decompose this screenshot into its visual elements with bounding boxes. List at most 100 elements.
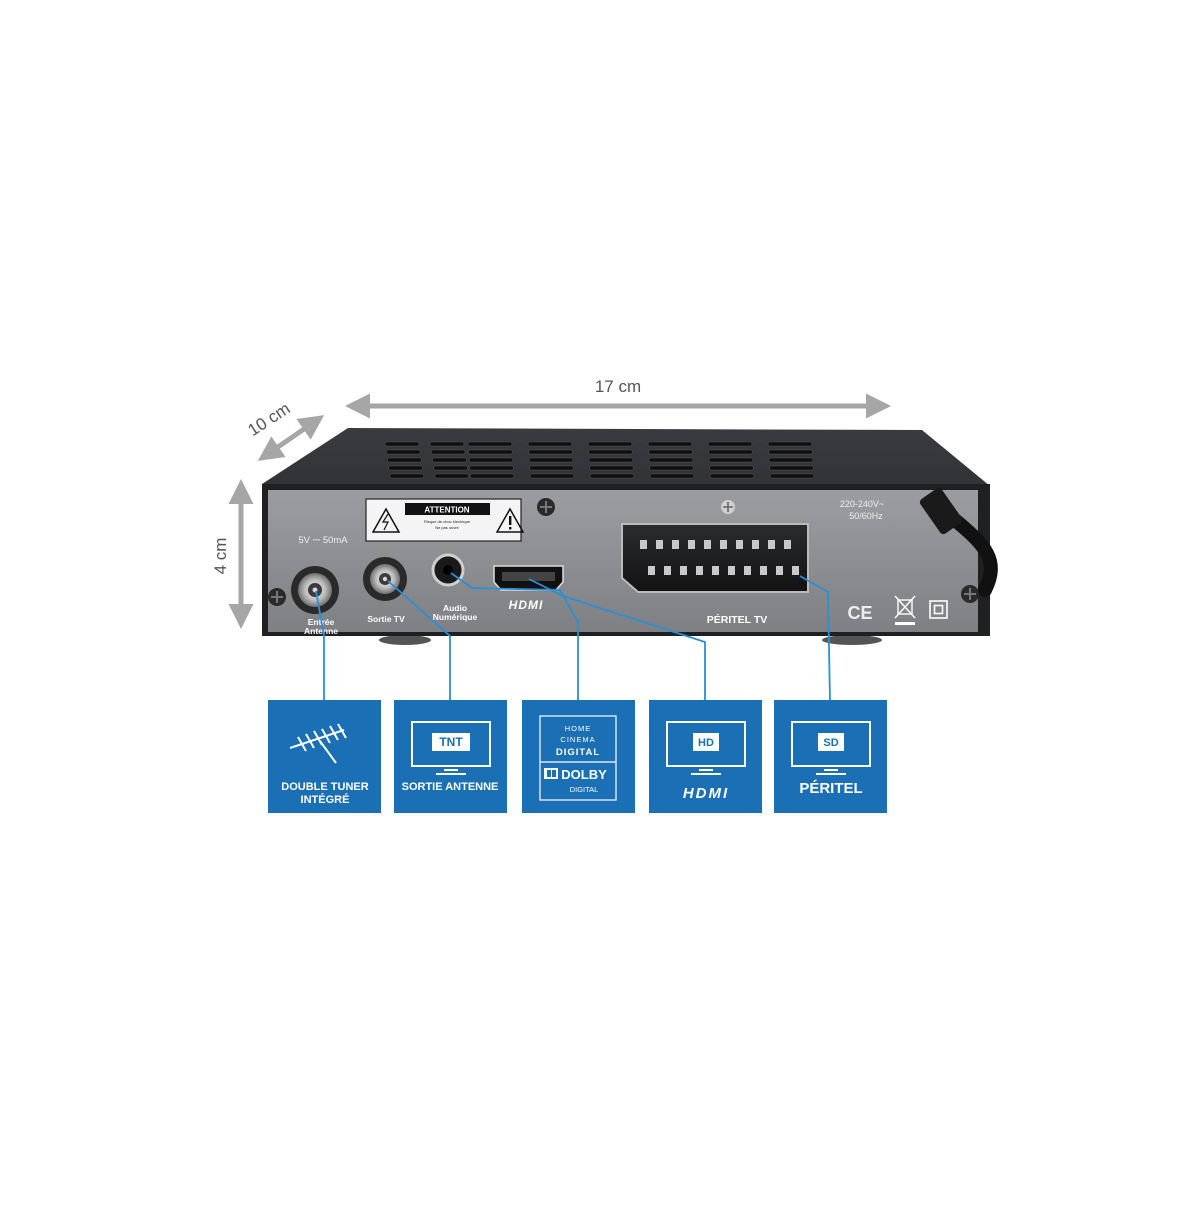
depth-label: 10 cm xyxy=(244,399,293,440)
feature-3-dolby: DOLBY xyxy=(561,767,607,782)
dimension-width: 17 cm xyxy=(345,377,891,419)
audio-label-1: Audio xyxy=(443,603,467,613)
ce-mark: CE xyxy=(847,603,872,623)
vent-slot xyxy=(588,457,634,463)
hdmi-logo: HDMI xyxy=(509,598,544,612)
vent-slot xyxy=(649,473,695,479)
scart-pin xyxy=(672,540,679,549)
scart-pin xyxy=(664,566,671,575)
tv-out-label: Sortie TV xyxy=(367,614,405,624)
device-body: ATTENTION Risque de choc électrique Ne p… xyxy=(262,428,998,645)
vent-slot xyxy=(528,457,574,463)
screw xyxy=(961,585,979,603)
tv-icon xyxy=(411,721,491,775)
scart-pin xyxy=(784,540,791,549)
scart-pin xyxy=(688,540,695,549)
feature-2-tag: TNT xyxy=(439,735,463,749)
scart-pin xyxy=(640,540,647,549)
vent-slot xyxy=(430,449,466,455)
vent-slot xyxy=(527,441,573,447)
scart-pin xyxy=(712,566,719,575)
vent-slot xyxy=(528,449,573,455)
audio-label-2: Numérique xyxy=(433,612,478,622)
scart-pin xyxy=(656,540,663,549)
vent-slot xyxy=(588,449,633,455)
feature-3-hc-2: CINEMA xyxy=(560,735,595,744)
scart-pin xyxy=(728,566,735,575)
scart-label: PÉRITEL TV xyxy=(707,613,767,626)
feature-4-tag: HD xyxy=(698,737,714,749)
feature-5-tag: SD xyxy=(823,737,838,749)
tv-output-port: Sortie TV xyxy=(363,557,407,624)
screw xyxy=(537,498,555,516)
vent-slot xyxy=(709,465,754,471)
antenna-power-label: 5V ⎓ 50mA xyxy=(298,535,348,546)
vent-slot xyxy=(529,473,575,479)
width-label: 17 cm xyxy=(595,377,641,396)
vent-slot xyxy=(767,441,813,447)
feature-sd-peritel: SD PÉRITEL xyxy=(774,700,887,813)
power-spec-2: 50/60Hz xyxy=(849,511,883,521)
vent-slot xyxy=(388,465,423,471)
vent-slot xyxy=(529,465,574,471)
vent-slot xyxy=(587,441,633,447)
connector-line-tv xyxy=(387,580,451,702)
vent-slot xyxy=(467,441,513,447)
hdmi-port: HDMI xyxy=(493,565,564,612)
vent-slot xyxy=(469,465,514,471)
dolby-icon xyxy=(539,715,617,801)
feature-dolby-digital: HOME CINEMA DIGITAL DOLBY DIGITAL xyxy=(522,700,635,813)
scart-pin xyxy=(744,566,751,575)
warning-text-2: Ne pas ouvrir xyxy=(435,525,459,530)
dimension-height: 4 cm xyxy=(211,479,254,629)
feature-2-line-1: SORTIE ANTENNE xyxy=(402,781,499,793)
vent-slot xyxy=(589,465,634,471)
scart-pins xyxy=(640,540,799,575)
screw xyxy=(268,588,286,606)
vent-slot xyxy=(709,473,755,479)
double-insulation-icon xyxy=(929,600,948,619)
vent-slot xyxy=(434,473,470,479)
vent-slot xyxy=(648,449,693,455)
vent-slot xyxy=(387,457,422,463)
scart-port: PÉRITEL TV xyxy=(621,523,809,626)
feature-3-hc-3: DIGITAL xyxy=(556,747,600,758)
vent-slot xyxy=(432,457,467,463)
feature-hd-hdmi: HD HDMI xyxy=(649,700,762,813)
feature-1-line-2: INTÉGRÉ xyxy=(301,793,350,806)
vent-slot xyxy=(768,449,813,455)
tv-icon xyxy=(666,721,746,775)
scart-pin xyxy=(776,566,783,575)
scart-pin xyxy=(760,566,767,575)
scart-pin xyxy=(752,540,759,549)
antenna-in-label-2: Antenne xyxy=(304,626,338,636)
scart-pin xyxy=(704,540,711,549)
warning-title: ATTENTION xyxy=(424,506,469,515)
connector-line-hdmi xyxy=(528,578,706,702)
screw xyxy=(721,500,735,514)
warning-text-1: Risque de choc électrique xyxy=(424,519,471,524)
feature-double-tuner: DOUBLE TUNER INTÉGRÉ xyxy=(268,700,381,813)
warning-sticker: ATTENTION Risque de choc électrique Ne p… xyxy=(365,498,525,542)
scart-pin xyxy=(720,540,727,549)
feature-4-logo: HDMI xyxy=(683,785,729,802)
feature-tnt-output: TNT SORTIE ANTENNE xyxy=(394,700,507,813)
vent-slot xyxy=(385,449,421,455)
scart-pin xyxy=(792,566,799,575)
connector-lines xyxy=(315,572,831,703)
vent-slot xyxy=(429,441,465,447)
caution-icon xyxy=(495,507,525,533)
vent-slot xyxy=(708,457,754,463)
vent-slot xyxy=(469,473,515,479)
vent-slot xyxy=(649,465,694,471)
feature-1-line-1: DOUBLE TUNER xyxy=(281,781,368,793)
digital-audio-port: Audio Numérique xyxy=(431,553,478,622)
feature-3-dolby-sub: DIGITAL xyxy=(570,785,599,794)
dimension-depth: 10 cm xyxy=(244,399,325,461)
electric-warning-icon xyxy=(371,507,401,533)
vent-slot xyxy=(769,473,815,479)
scart-pin xyxy=(736,540,743,549)
vent-slot xyxy=(648,457,694,463)
connector-line-antenna xyxy=(315,590,325,702)
